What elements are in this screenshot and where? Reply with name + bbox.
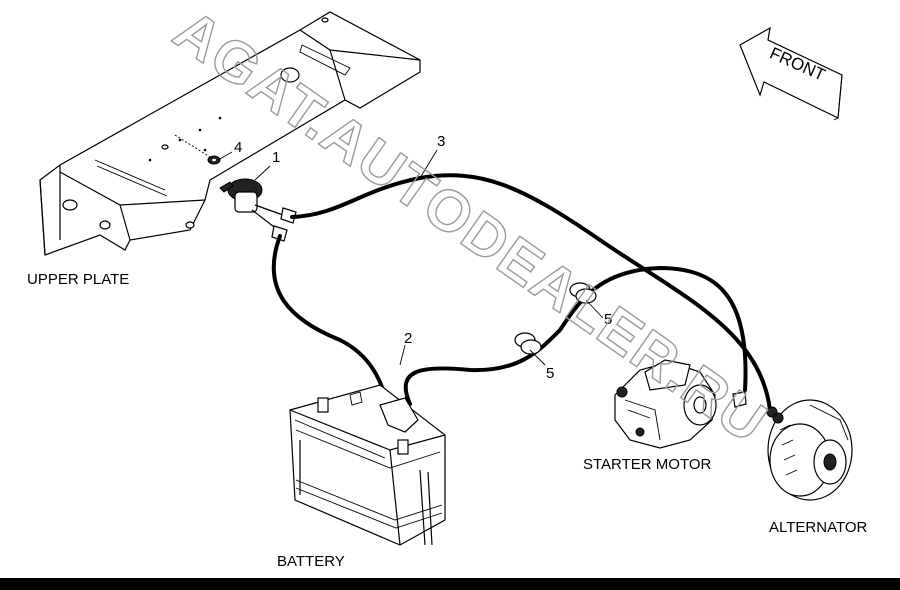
starter-motor-label: STARTER MOTOR [583, 456, 712, 473]
clamp-5-lower [514, 332, 542, 355]
cable-2 [271, 234, 748, 407]
callout-1: 1 [272, 149, 280, 166]
callout-3: 3 [437, 133, 445, 150]
bottom-border-bar [0, 578, 900, 590]
clamp-5-upper [569, 282, 597, 304]
callout-2: 2 [404, 330, 412, 347]
callout-5-upper: 5 [604, 311, 612, 328]
callout-leaders [217, 149, 604, 366]
watermark-text: AGAT.AUTODEALER.RU [163, 0, 780, 456]
callout-5-lower: 5 [546, 365, 554, 382]
battery-switch-part [219, 178, 297, 242]
battery-label: BATTERY [277, 553, 345, 570]
upper-plate-label: UPPER PLATE [27, 271, 129, 288]
alternator-part [767, 399, 853, 501]
starter-motor-part [614, 359, 717, 449]
alternator-label: ALTERNATOR [769, 519, 868, 536]
upper-plate-bracket [39, 11, 421, 256]
terminal-starter [732, 391, 747, 408]
callout-4: 4 [234, 139, 242, 156]
battery-part [289, 384, 446, 546]
washer-part [174, 134, 221, 165]
front-arrow: FRONT [739, 26, 843, 121]
